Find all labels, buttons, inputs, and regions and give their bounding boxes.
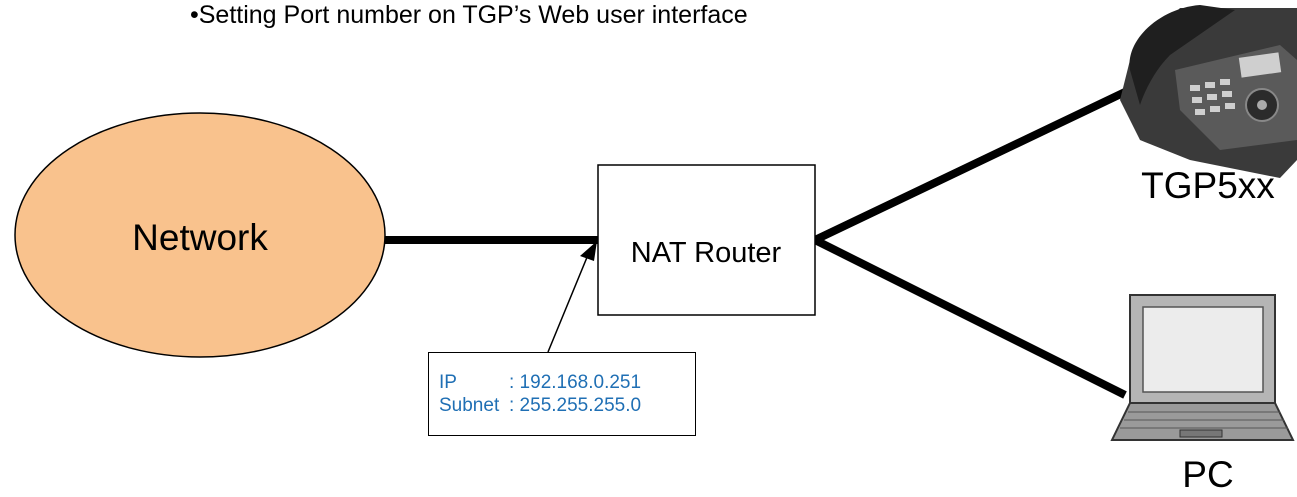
pc-label: PC [1182,454,1233,495]
phone-label: TGP5xx [1141,165,1275,206]
ip-label: IP [439,372,457,393]
ip-value: : 192.168.0.251 [509,372,642,393]
network-label: Network [132,217,268,258]
nat-router-box [597,164,816,316]
subnet-label: Subnet [439,395,500,416]
nat-router-label: NAT Router [631,237,782,269]
slide-title: •Setting Port number on TGP’s Web user i… [190,1,748,29]
ip-settings-box: IP : 192.168.0.251 Subnet : 255.255.255.0 [428,352,696,436]
ip-pointer-arrow [547,249,591,353]
ip-row: IP : 192.168.0.251 [439,371,695,394]
arrow-head [580,241,597,261]
desk-phone-icon [1120,5,1297,178]
subnet-row: Subnet : 255.255.255.0 [439,394,695,417]
link-router-pc [813,236,1127,399]
subnet-value: : 255.255.255.0 [509,395,642,416]
network-cloud [14,112,386,358]
laptop-icon [1110,294,1295,441]
link-router-phone [813,88,1127,244]
